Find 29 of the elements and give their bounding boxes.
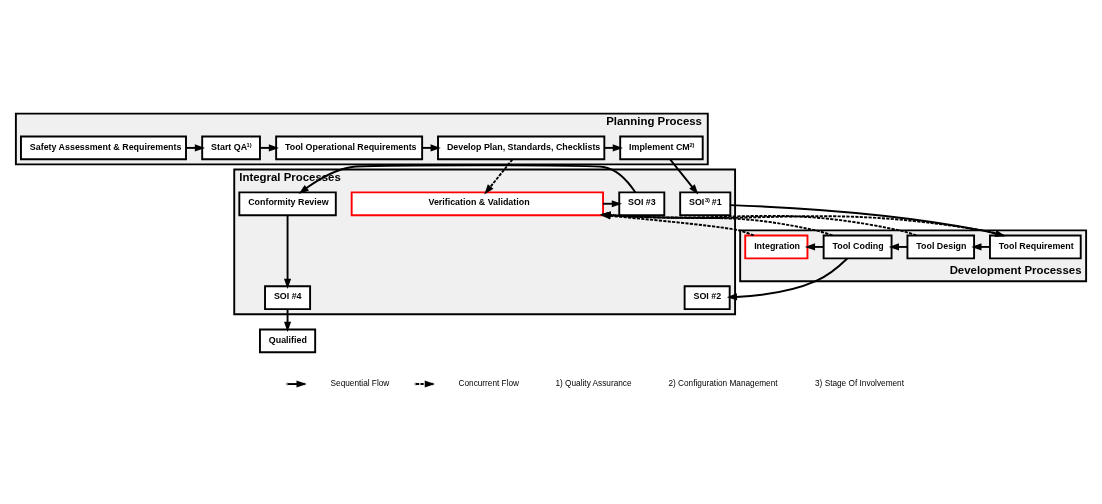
node-box: Tool Requirement — [989, 234, 1082, 260]
arrow — [726, 257, 849, 301]
node-box: Develop Plan, Standards, Checklists — [437, 135, 606, 161]
arrow — [602, 200, 622, 208]
node-box: Conformity Review — [238, 191, 337, 217]
node-box: Implement CM$^{2)}$ — [619, 135, 704, 161]
arrow — [421, 144, 441, 152]
node-box: Tool Coding — [822, 234, 893, 260]
arrow — [185, 144, 206, 152]
node-box: SOI #4 — [264, 285, 312, 311]
node-box: Integration — [744, 234, 809, 260]
node-box: Start QA$^{1)}$ — [201, 135, 261, 161]
node-box: Verification & Validation — [350, 191, 604, 217]
node-box: Tool Operational Requirements — [275, 135, 424, 161]
arrow — [298, 164, 637, 194]
arrow — [484, 158, 514, 195]
arrow — [669, 158, 699, 195]
arrow — [284, 214, 292, 289]
arrow — [259, 144, 279, 152]
arrow — [603, 144, 623, 152]
arrow — [971, 243, 991, 251]
node-box: Tool Design — [906, 234, 976, 260]
arrow — [284, 308, 292, 333]
node-box: SOI #2 — [683, 285, 731, 311]
node-box: SOI$^{3)}$ #1 — [679, 191, 732, 217]
arrow — [804, 243, 825, 251]
node-box: SOI #3 — [618, 191, 666, 217]
node-box: Safety Assessment & Requirements — [20, 135, 187, 161]
node-box: Qualified — [259, 328, 317, 354]
